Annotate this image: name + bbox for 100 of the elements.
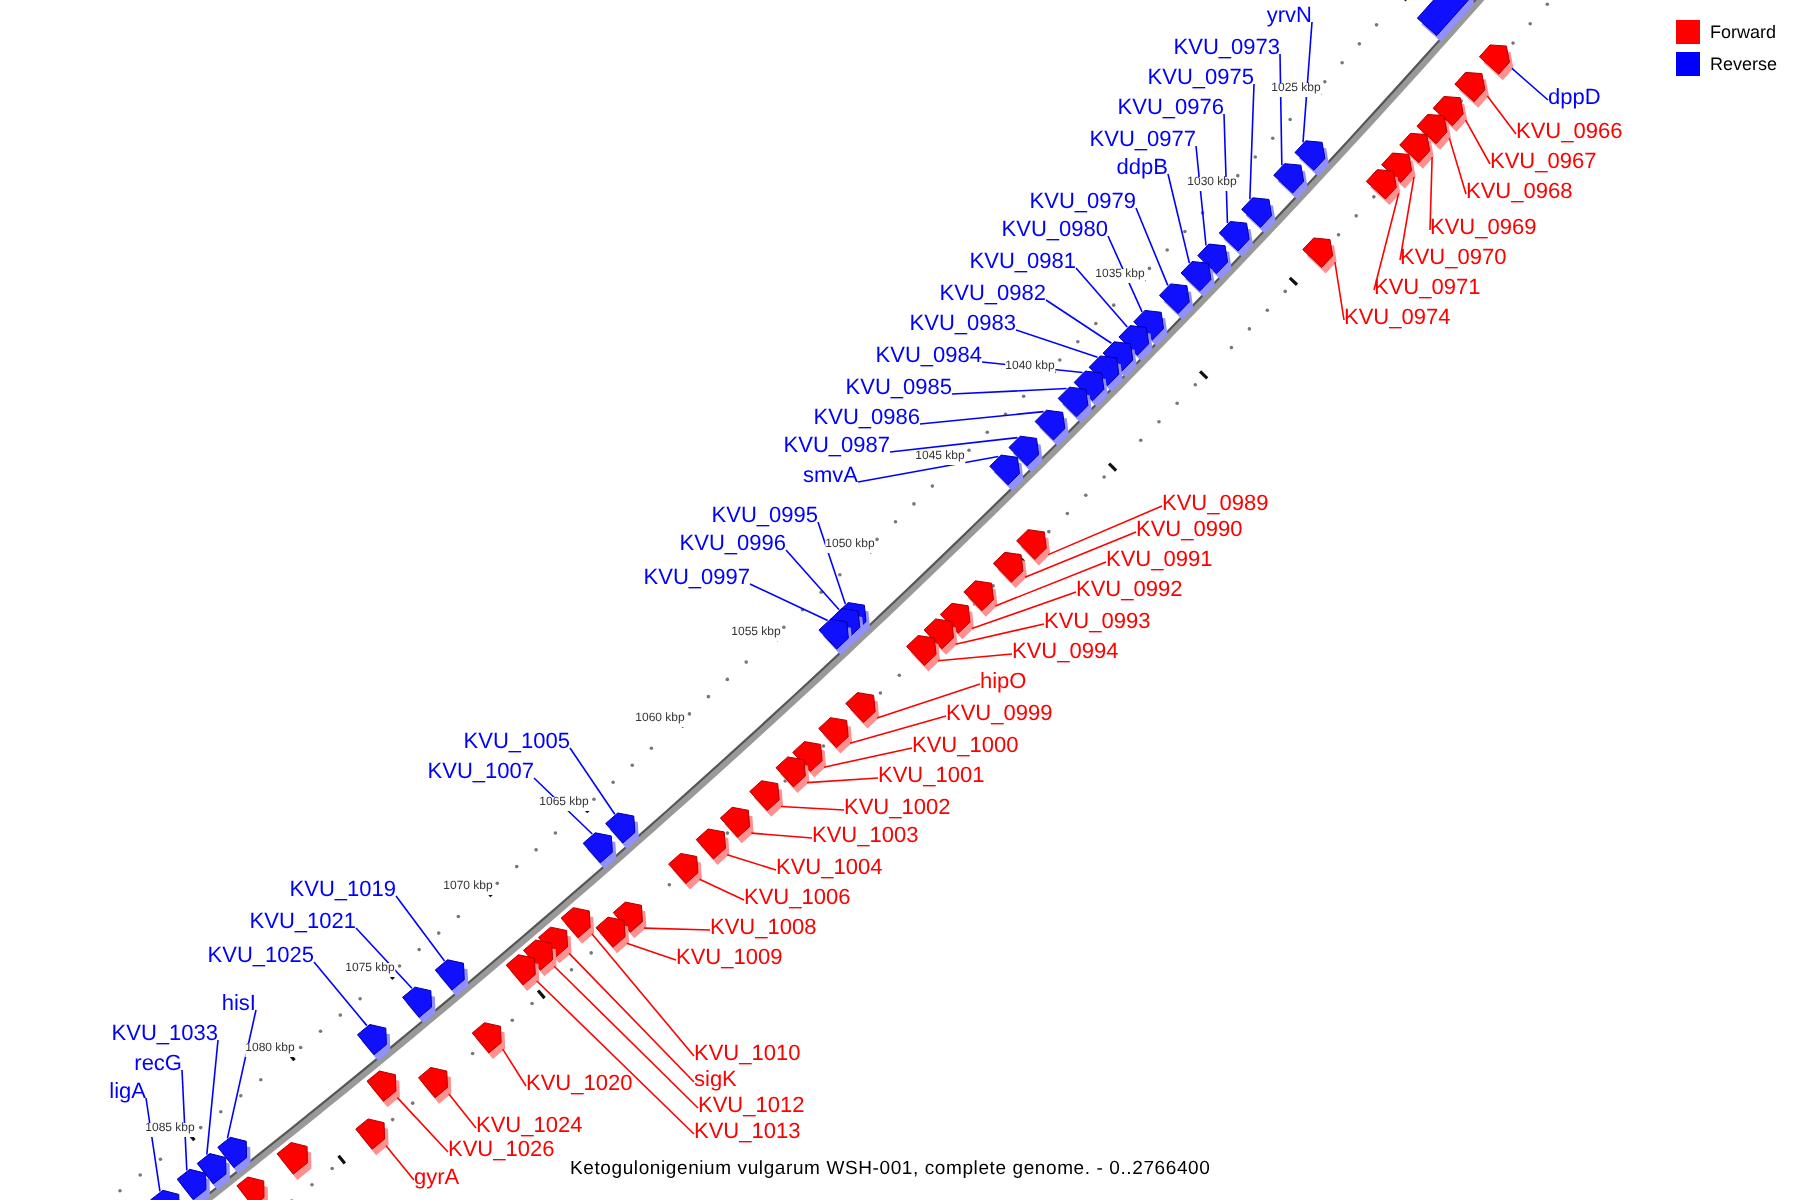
gene-label: hipO xyxy=(980,670,1027,694)
gene-block xyxy=(749,780,784,817)
gene-label: KVU_1008 xyxy=(710,916,817,940)
leader-line xyxy=(568,952,695,1083)
gene-label: KVU_1009 xyxy=(676,946,783,970)
gene-block xyxy=(418,1066,452,1104)
gene-block xyxy=(845,692,880,729)
gene-label: KVU_0974 xyxy=(1344,306,1451,330)
leader-line xyxy=(355,927,413,990)
gene-label: KVU_1000 xyxy=(912,734,1019,758)
gene-label: KVU_1004 xyxy=(776,856,883,880)
leader-line xyxy=(313,961,368,1027)
gene-block xyxy=(989,454,1024,491)
gene-block xyxy=(402,986,436,1024)
gene-block xyxy=(276,1142,312,1181)
gene-block xyxy=(1416,0,1475,42)
gene-label: KVU_0968 xyxy=(1466,180,1573,204)
gene-block xyxy=(818,717,853,754)
gene-block xyxy=(1273,163,1308,200)
gene-label: KVU_0996 xyxy=(679,532,786,556)
leader-line xyxy=(501,1048,527,1087)
leader-line xyxy=(1279,53,1283,166)
gene-block xyxy=(818,618,853,656)
gene-label: KVU_0986 xyxy=(813,406,920,430)
gene-label: KVU_0980 xyxy=(1001,218,1108,242)
gene-block xyxy=(775,756,810,793)
leader-line xyxy=(1448,137,1467,195)
gene-label: KVU_0985 xyxy=(845,376,952,400)
leader-line xyxy=(569,747,616,815)
leader-line xyxy=(1015,329,1099,359)
gene-label: KVU_0967 xyxy=(1490,150,1597,174)
gene-block xyxy=(505,954,540,991)
gene-block xyxy=(357,1024,391,1061)
gene-label: gyrA xyxy=(414,1166,460,1190)
leader-line xyxy=(849,715,947,744)
gene-block xyxy=(1158,283,1194,320)
leader-line xyxy=(857,455,1000,483)
leader-line xyxy=(643,927,711,931)
gene-block xyxy=(366,1070,400,1108)
leader-line xyxy=(385,1144,415,1181)
leader-line xyxy=(1075,267,1129,328)
leader-line xyxy=(1486,95,1517,135)
leader-line xyxy=(785,549,840,611)
leader-line xyxy=(1047,505,1163,556)
gene-label: KVU_0989 xyxy=(1162,492,1269,516)
gene-label: KVU_0991 xyxy=(1106,548,1213,572)
gene-label: KVU_0973 xyxy=(1173,36,1280,60)
leader-line xyxy=(1167,173,1191,264)
gene-label: KVU_1005 xyxy=(463,730,570,754)
gene-block xyxy=(992,551,1027,589)
gene-label: KVU_0981 xyxy=(969,250,1076,274)
gene-label: KVU_1010 xyxy=(694,1042,801,1066)
leader-line xyxy=(395,895,446,962)
gene-block xyxy=(1057,386,1092,423)
gene-block xyxy=(1365,169,1401,206)
gene-label: KVU_1003 xyxy=(812,824,919,848)
leader-line xyxy=(591,933,695,1057)
gene-label: KVU_1006 xyxy=(744,886,851,910)
leader-line xyxy=(226,1009,257,1140)
gene-label: KVU_1013 xyxy=(694,1120,801,1144)
caption: Ketogulonigenium vulgarum WSH-001, complete genome. - 0..2766400 xyxy=(570,1158,1211,1180)
gene-label: KVU_0987 xyxy=(783,434,890,458)
gene-label: yrvN xyxy=(1266,4,1312,28)
gene-block xyxy=(695,828,730,865)
gene-block xyxy=(149,1189,183,1200)
gene-label: KVU_0994 xyxy=(1012,640,1119,664)
leader-line xyxy=(1045,299,1113,345)
gene-label: KVU_0995 xyxy=(711,504,818,528)
leader-line xyxy=(817,521,847,605)
gene-block xyxy=(906,635,941,672)
gene-label: dppD xyxy=(1548,86,1601,110)
gene-label: KVU_0979 xyxy=(1029,190,1136,214)
leader-line xyxy=(1464,119,1491,165)
gene-block xyxy=(1478,44,1514,81)
gene-label: KVU_1025 xyxy=(207,944,314,968)
leader-line xyxy=(1399,176,1415,261)
gene-label: ddpB xyxy=(1116,156,1168,180)
leader-line xyxy=(1511,67,1549,101)
gene-label: ligA xyxy=(109,1080,146,1104)
gene-label: KVU_1026 xyxy=(448,1138,555,1162)
leader-line xyxy=(780,805,845,811)
leader-line xyxy=(1373,192,1400,291)
gene-label: KVU_1007 xyxy=(427,760,534,784)
leader-line xyxy=(1302,21,1313,144)
gene-label: KVU_0997 xyxy=(643,566,750,590)
gene-block xyxy=(176,1168,210,1200)
gene-label: KVU_0970 xyxy=(1400,246,1507,270)
leader-line xyxy=(1024,531,1137,579)
gene-label: KVU_0992 xyxy=(1076,578,1183,602)
gene-label: KVU_0977 xyxy=(1089,128,1196,152)
leader-line xyxy=(749,583,829,622)
gene-label: KVU_0983 xyxy=(909,312,1016,336)
leader-line xyxy=(536,980,695,1135)
gene-label: KVU_0969 xyxy=(1430,216,1537,240)
gene-label: KVU_1002 xyxy=(844,796,951,820)
gene-label: sigK xyxy=(694,1068,737,1092)
leader-line xyxy=(553,965,699,1109)
leader-line xyxy=(951,387,1068,395)
leader-line xyxy=(1249,83,1255,201)
gene-label: hisI xyxy=(221,992,256,1016)
